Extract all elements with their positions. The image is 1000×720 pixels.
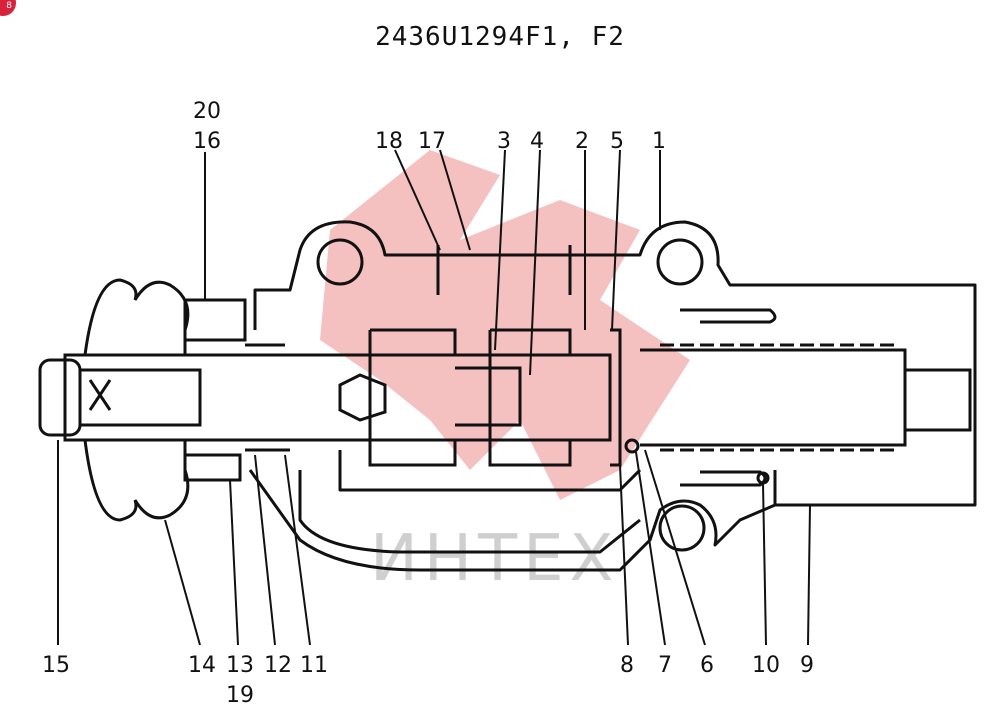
label-2: 2: [575, 129, 589, 154]
body-top-outline: [253, 220, 977, 507]
leader-lines: [57, 149, 811, 646]
watermark-logo: [320, 150, 690, 500]
seal-rings: [245, 343, 290, 452]
label-7: 7: [658, 653, 672, 678]
label-9: 9: [800, 653, 814, 678]
label-16: 16: [193, 129, 221, 154]
label-18: 18: [375, 129, 403, 154]
spring-9: [660, 343, 900, 452]
label-1: 1: [652, 129, 666, 154]
spool: [63, 353, 612, 442]
spool-land-left: [368, 328, 457, 467]
label-19: 19: [226, 683, 254, 708]
oring-10: [756, 471, 770, 485]
label-17: 17: [418, 129, 446, 154]
spool-assembly: [38, 245, 972, 522]
inner-passage-2: [338, 450, 642, 492]
label-5: 5: [610, 129, 624, 154]
stem: [78, 368, 202, 427]
watermark-text: ИНТЕХ: [370, 522, 619, 596]
plug: [905, 368, 972, 432]
corner-badge: 8: [0, 0, 16, 16]
spool-land-right: [488, 328, 572, 467]
mount-hole-left: [316, 238, 364, 286]
ball-7: [624, 438, 640, 454]
retainer-5: [610, 328, 622, 467]
body-bottom-outline: [248, 469, 776, 572]
spring-chamber: [640, 348, 907, 447]
cap-bottom-groove: [680, 470, 767, 487]
label-14: 14: [188, 653, 216, 678]
label-4: 4: [530, 129, 544, 154]
cap-top-groove: [680, 308, 777, 324]
label-20: 20: [193, 99, 221, 124]
mount-hole-right: [656, 238, 704, 286]
seal-16-20: [183, 298, 247, 342]
label-13: 13: [226, 653, 254, 678]
end-nut-15: [38, 358, 82, 437]
valve-body: [248, 220, 977, 572]
mount-hole-bottom: [658, 504, 706, 552]
diagram-title: 2436U1294F1, F2: [375, 22, 625, 52]
label-6: 6: [700, 653, 714, 678]
nut-cross: [88, 379, 112, 411]
inner-plunger-4: [455, 366, 522, 427]
pins-17-18: [436, 245, 572, 295]
label-11: 11: [300, 653, 328, 678]
label-10: 10: [752, 653, 780, 678]
boot-bottom: [83, 439, 190, 522]
boot-top: [83, 278, 190, 356]
inner-passage: [298, 470, 641, 554]
label-3: 3: [497, 129, 511, 154]
label-8: 8: [620, 653, 634, 678]
pin-head: [338, 373, 387, 422]
seal-13: [183, 453, 242, 482]
part-labels: 20 16 18 17 3 4 2 5 1 15 14 13 19 12 11 …: [42, 99, 814, 708]
label-15: 15: [42, 653, 70, 678]
label-12: 12: [264, 653, 292, 678]
